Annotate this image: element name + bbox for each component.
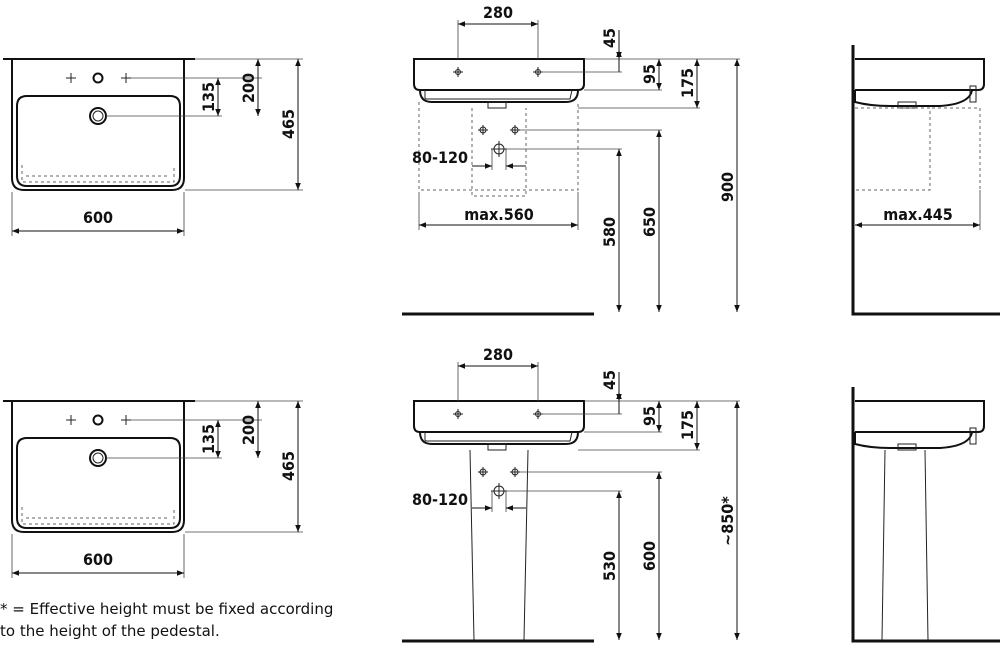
top-side-view: 280 45 95 175 80-120 max.560 580 650 900 (402, 3, 740, 316)
bottom-front-depth-label: 465 (279, 451, 298, 481)
bottom-side-total-height-label: ~850* (718, 496, 737, 546)
footnote-line-1: * = Effective height must be fixed accor… (0, 600, 334, 618)
bottom-side-tap-spacing-label: 280 (483, 345, 513, 364)
top-side-bowl-label: 175 (678, 68, 697, 98)
top-front-view: 600 135 200 465 (3, 58, 303, 236)
top-side-tap-spacing-label: 280 (483, 3, 513, 22)
top-front-top-offset-label: 200 (239, 73, 258, 103)
top-front-width-label: 600 (83, 208, 113, 227)
footnote: * = Effective height must be fixed accor… (0, 598, 380, 642)
top-side-rim-top-label: 45 (600, 28, 619, 48)
bottom-front-top-offset-label: 200 (239, 415, 258, 445)
bottom-side-outlet-height-label: 530 (600, 551, 619, 581)
bottom-side-bowl-label: 175 (678, 410, 697, 440)
top-profile-max-depth-label: max.445 (883, 205, 953, 224)
bottom-side-rim-top-label: 45 (600, 370, 619, 390)
bottom-side-rim-label: 95 (640, 406, 659, 426)
top-side-trap-range-label: 80-120 (412, 148, 468, 167)
bottom-side-trap-range-label: 80-120 (412, 490, 468, 509)
bottom-front-view: 600 135 200 465 (3, 400, 303, 578)
top-side-rim-label: 95 (640, 64, 659, 84)
bottom-profile-view (851, 387, 1000, 643)
bottom-side-inlet-height-label: 600 (640, 541, 659, 571)
top-front-tap-offset-label: 135 (199, 82, 218, 112)
top-profile-view: max.445 (851, 45, 1000, 316)
footnote-line-2: to the height of the pedestal. (0, 622, 220, 640)
top-side-inlet-height-label: 650 (640, 207, 659, 237)
top-side-total-height-label: 900 (718, 172, 737, 202)
bottom-front-tap-offset-label: 135 (199, 424, 218, 454)
top-side-outlet-height-label: 580 (600, 217, 619, 247)
bottom-front-width-label: 600 (83, 550, 113, 569)
top-side-max-width-label: max.560 (464, 205, 534, 224)
top-front-depth-label: 465 (279, 109, 298, 139)
bottom-side-view: 280 45 95 175 80-120 530 600 ~850* (402, 345, 740, 643)
